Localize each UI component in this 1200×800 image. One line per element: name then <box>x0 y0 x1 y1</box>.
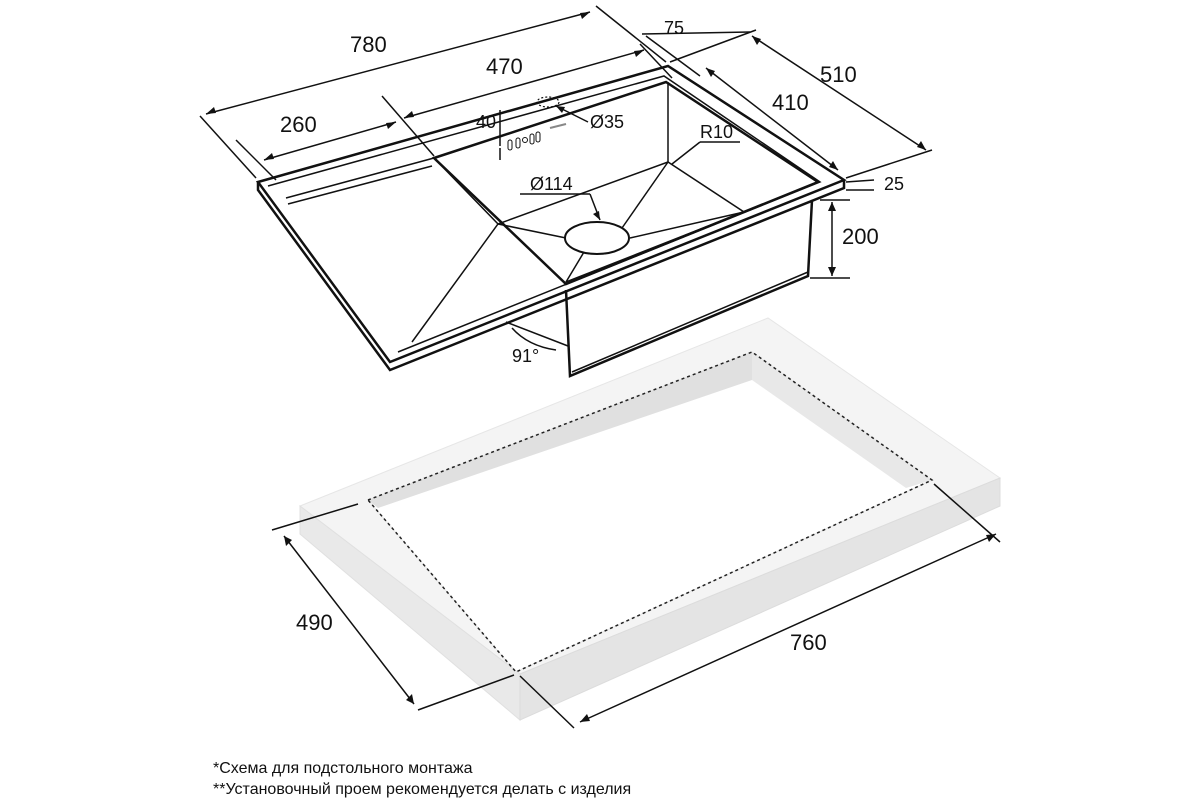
bowl-width-dimension: 410 <box>705 67 839 171</box>
drain-hole <box>564 221 630 255</box>
rim-offset-label: 75 <box>664 18 684 38</box>
countertop <box>298 317 1002 722</box>
cutout-dashed-outline <box>366 351 934 673</box>
sink-rim-front-edge <box>256 180 846 372</box>
cutout-width-label: 490 <box>296 610 333 635</box>
corner-radius-label: R10 <box>700 122 733 142</box>
note-cutout: **Установочный проем рекомендуется делат… <box>213 781 632 798</box>
drainboard <box>285 157 499 343</box>
overall-length-label: 780 <box>350 32 387 57</box>
bowl-opening <box>431 80 821 286</box>
wall-angle-dimension: 91° <box>505 321 569 366</box>
overall-length-dimension: 780 <box>199 5 667 179</box>
bowl-length-dimension: 470 <box>403 43 673 119</box>
countertop-front-left-face <box>299 504 521 722</box>
overall-width-dimension: 510 <box>669 29 933 179</box>
overall-width-label: 510 <box>820 62 857 87</box>
cutout-length-dimension: 760 <box>519 483 1001 729</box>
bowl-body <box>564 199 814 378</box>
sink-rim-outer <box>255 64 847 364</box>
sink <box>255 64 847 378</box>
cutout-length-label: 760 <box>790 630 827 655</box>
drain-diameter-label: Ø114 <box>530 174 573 194</box>
notes: *Схема для подстольного монтажа **Устано… <box>213 758 631 800</box>
bowl-depth-label: 200 <box>842 224 879 249</box>
drain-diameter-dimension: Ø114 <box>520 174 601 221</box>
tap-hole-label: Ø35 <box>590 112 624 132</box>
tap-hole <box>536 96 560 108</box>
countertop-front-right-face <box>519 477 1001 721</box>
cutout-width-dimension: 490 <box>271 503 515 711</box>
tap-offset-dimension: 40 <box>476 110 501 146</box>
rim-thickness-label: 25 <box>884 174 904 194</box>
tap-hole-dimension: Ø35 <box>555 105 624 132</box>
wall-angle-label: 91° <box>512 346 539 366</box>
cutout-inner-wall-back <box>368 352 752 508</box>
corner-radius-dimension: R10 <box>671 122 740 165</box>
bowl-depth-dimension: 200 <box>810 199 879 279</box>
bowl-bottom <box>497 161 746 283</box>
bowl-width-label: 410 <box>772 90 809 115</box>
drainboard-length-dimension: 260 <box>235 95 435 181</box>
logo-marks <box>499 123 567 160</box>
note-mounting: *Схема для подстольного монтажа <box>213 760 473 777</box>
rim-thickness-dimension: 25 <box>845 174 904 194</box>
rim-offset-dimension: 75 <box>641 18 751 77</box>
tap-offset-label: 40 <box>476 112 496 132</box>
cutout-inner-wall-right <box>752 352 932 488</box>
drainboard-length-label: 260 <box>280 112 317 137</box>
bowl-length-label: 470 <box>486 54 523 79</box>
